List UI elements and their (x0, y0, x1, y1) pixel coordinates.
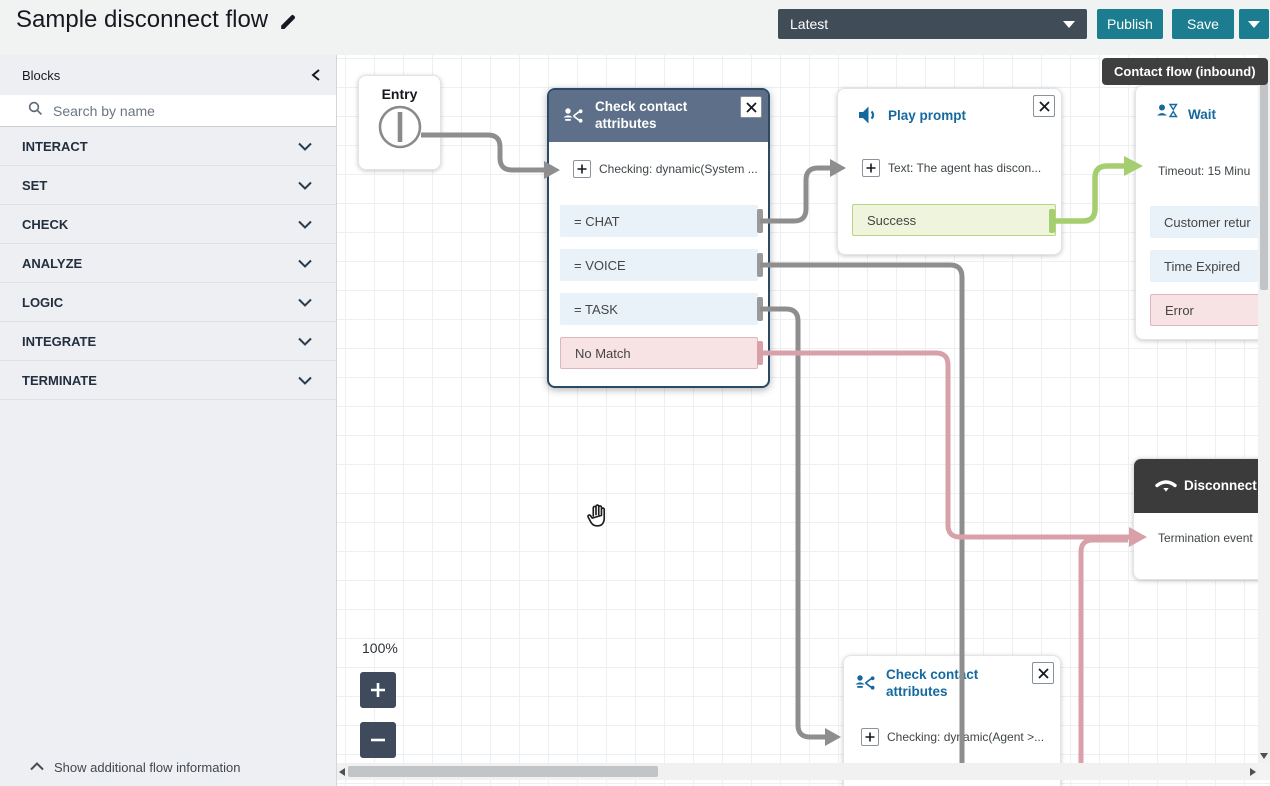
branch-task[interactable]: = TASK (560, 293, 758, 325)
flow-canvas[interactable]: Entry Check contact attributes Checking:… (337, 55, 1270, 786)
scroll-right-icon[interactable] (1250, 768, 1256, 776)
sidebar-category-set[interactable]: SET (0, 166, 336, 205)
block-parameter-row: Timeout: 15 Minu (1158, 164, 1251, 178)
zoom-in-button[interactable] (360, 672, 396, 708)
chevron-up-icon (30, 758, 44, 776)
save-options-button[interactable] (1239, 9, 1269, 39)
branch-no-match[interactable]: No Match (560, 337, 758, 369)
horizontal-scrollbar-thumb[interactable] (348, 766, 658, 777)
branch-success[interactable]: Success (852, 204, 1056, 236)
publish-button[interactable]: Publish (1097, 9, 1163, 39)
scroll-down-icon[interactable] (1260, 753, 1268, 759)
block-title: Check contact attributes (886, 667, 979, 699)
chevron-down-icon (298, 337, 312, 346)
chevron-down-icon (1248, 20, 1260, 28)
sidebar-category-interact[interactable]: INTERACT (0, 127, 336, 166)
close-block-icon[interactable] (740, 96, 762, 118)
chevron-down-icon (298, 142, 312, 151)
block-parameter-row: Checking: dynamic(System ... (573, 160, 758, 178)
sidebar-category-logic[interactable]: LOGIC (0, 283, 336, 322)
version-select-value: Latest (790, 16, 829, 32)
close-block-icon[interactable] (1033, 95, 1055, 117)
save-button[interactable]: Save (1172, 9, 1234, 39)
check-contact-attributes-icon (854, 672, 878, 701)
block-parameter-row: Text: The agent has discon... (862, 159, 1041, 177)
blocks-panel: Blocks INTERACT SET CHECK ANALYZE (0, 55, 337, 786)
page-title: Sample disconnect flow (16, 6, 269, 33)
sidebar-category-integrate[interactable]: INTEGRATE (0, 322, 336, 361)
branch-voice[interactable]: = VOICE (560, 249, 758, 281)
horizontal-scrollbar[interactable] (337, 763, 1258, 780)
zoom-out-button[interactable] (360, 722, 396, 758)
branch-customer-returned[interactable]: Customer retur (1150, 206, 1270, 238)
expand-parameter-icon[interactable] (573, 160, 591, 178)
search-icon (28, 101, 43, 121)
block-title: Wait (1188, 107, 1216, 122)
branch-error[interactable]: Error (1150, 294, 1270, 326)
close-block-icon[interactable] (1032, 662, 1054, 684)
chevron-down-icon (1063, 20, 1075, 28)
play-prompt-block[interactable]: Play prompt Text: The agent has discon..… (837, 88, 1062, 255)
expand-parameter-icon[interactable] (862, 159, 880, 177)
top-toolbar: Sample disconnect flow Latest Publish Sa… (0, 0, 1270, 55)
sidebar-category-check[interactable]: CHECK (0, 205, 336, 244)
zoom-level-label: 100% (362, 640, 398, 656)
block-title: Check contact attributes (595, 99, 688, 131)
collapse-panel-icon[interactable] (310, 68, 322, 82)
block-title: Disconnect (1184, 478, 1257, 493)
chevron-down-icon (298, 181, 312, 190)
speaker-icon (856, 103, 880, 132)
sidebar-category-terminate[interactable]: TERMINATE (0, 361, 336, 400)
scroll-left-icon[interactable] (339, 768, 345, 776)
phone-disconnect-icon (1154, 475, 1178, 504)
hand-cursor (584, 501, 608, 532)
branch-chat[interactable]: = CHAT (560, 205, 758, 237)
check-contact-attributes-icon (562, 105, 586, 134)
wait-block[interactable]: Wait Timeout: 15 Minu Customer retur Tim… (1135, 85, 1270, 340)
blocks-panel-title: Blocks (22, 67, 61, 83)
branch-time-expired[interactable]: Time Expired (1150, 250, 1270, 282)
scrollbar-corner (1258, 763, 1270, 780)
chevron-down-icon (298, 220, 312, 229)
flow-title-row: Sample disconnect flow (16, 6, 298, 34)
disconnect-block[interactable]: Disconnect Termination event (1133, 458, 1270, 580)
chevron-down-icon (298, 259, 312, 268)
check-contact-attributes-block-1[interactable]: Check contact attributes Checking: dynam… (547, 88, 770, 388)
flow-type-badge: Contact flow (inbound) (1102, 58, 1268, 85)
entry-block[interactable]: Entry (358, 75, 441, 170)
entry-point-icon (375, 105, 425, 156)
vertical-scrollbar[interactable] (1258, 55, 1270, 763)
block-parameter-row: Checking: dynamic(Agent >... (861, 728, 1044, 746)
block-parameter-row: Termination event (1158, 531, 1253, 545)
blocks-panel-header: Blocks (0, 55, 336, 95)
version-select[interactable]: Latest (778, 9, 1087, 39)
chevron-down-icon (298, 298, 312, 307)
entry-label: Entry (381, 86, 418, 102)
search-input[interactable] (53, 102, 303, 119)
vertical-scrollbar-thumb[interactable] (1260, 75, 1268, 290)
wait-person-hourglass-icon (1156, 100, 1180, 129)
block-header[interactable] (549, 90, 768, 142)
edit-title-pencil-icon[interactable] (278, 12, 298, 32)
show-flow-info-toggle[interactable]: Show additional flow information (30, 758, 240, 776)
block-search (0, 95, 336, 127)
chevron-down-icon (298, 376, 312, 385)
block-title: Play prompt (888, 108, 967, 123)
sidebar-category-analyze[interactable]: ANALYZE (0, 244, 336, 283)
expand-parameter-icon[interactable] (861, 728, 879, 746)
